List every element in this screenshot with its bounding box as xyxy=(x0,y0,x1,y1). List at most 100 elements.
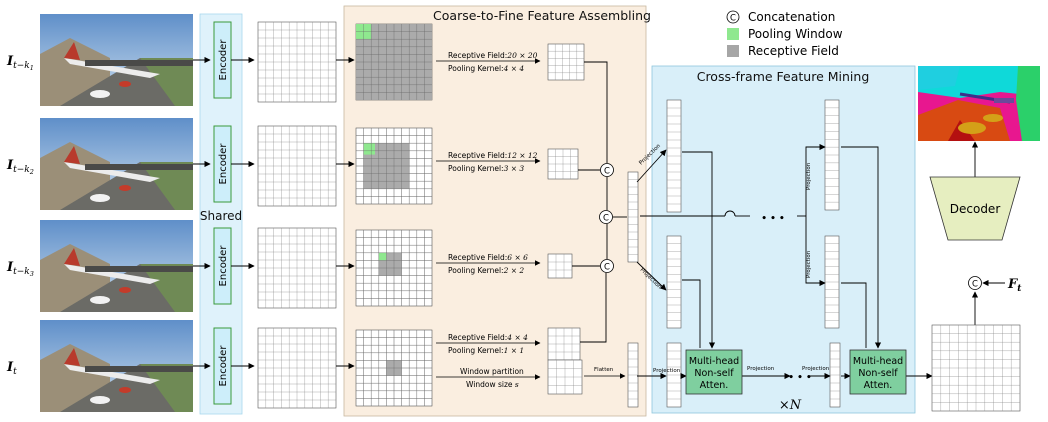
frame-grass xyxy=(140,264,193,312)
pooling-grid-3 xyxy=(355,229,433,307)
pooling-window-region xyxy=(363,143,375,155)
encoder-label: Encoder xyxy=(218,39,229,81)
shared-label: Shared xyxy=(200,209,242,223)
ellipsis-mid: • • • xyxy=(761,214,785,224)
feature-grid-3 xyxy=(257,227,337,309)
attention-2-line-2: Non-self xyxy=(858,368,898,379)
pk-value: 3 × 3 xyxy=(504,164,525,173)
output-feature-grid xyxy=(931,324,1021,412)
pooled-grid-1 xyxy=(547,43,585,81)
attention-block-2 xyxy=(849,349,907,395)
frame-grass xyxy=(140,58,193,106)
pk-value: 1 × 1 xyxy=(504,346,525,355)
window-grid xyxy=(547,359,583,395)
frame-image-1 xyxy=(40,14,193,106)
legend-pooling-window: Pooling Window xyxy=(748,27,843,41)
encoder-label: Encoder xyxy=(218,143,229,185)
frame-tail xyxy=(64,42,80,60)
concat-symbol-text: C xyxy=(604,167,610,177)
mid-hop xyxy=(724,210,736,217)
frame-label-sub: t xyxy=(13,367,17,377)
pooling-grid-4 xyxy=(355,329,433,407)
frame-grass xyxy=(140,162,193,210)
concat-symbol-2 xyxy=(599,210,613,224)
frame-label-sub: t−k xyxy=(13,267,30,277)
window-size-label: Window size xyxy=(466,380,515,389)
frame-car xyxy=(90,396,110,404)
frame-label-sub: t−k xyxy=(13,165,30,175)
legend-receptive-field-swatch xyxy=(727,45,739,57)
pk-label: Pooling Kernel: xyxy=(448,346,504,355)
decoder-label: Decoder xyxy=(950,202,1001,216)
proj-label-f: Projection xyxy=(747,366,775,372)
frame-bridge xyxy=(85,366,193,372)
window-size-symbol: s xyxy=(515,380,519,389)
pooled-grid-2 xyxy=(547,148,579,180)
frame-car-red xyxy=(119,387,131,393)
receptive-field-text: Receptive Field:6 × 6 xyxy=(448,253,528,262)
pk-value: 2 × 2 xyxy=(503,266,525,275)
rf-value: 4 × 4 xyxy=(506,333,528,342)
legend: C Concatenation Pooling Window Receptive… xyxy=(726,10,843,58)
frame-tail xyxy=(64,146,80,164)
pk-value: 4 × 4 xyxy=(503,64,525,73)
receptive-field-text: Receptive Field:12 × 12 xyxy=(448,151,538,160)
pooled-grid-4 xyxy=(547,327,581,361)
query-column-1 xyxy=(666,342,682,408)
flatten-label: Flatten xyxy=(594,367,614,373)
frame-car-red xyxy=(119,185,131,191)
value-column-1 xyxy=(666,235,682,329)
frame-image-3 xyxy=(40,220,193,312)
frame-label-subsub: 3 xyxy=(30,270,34,278)
proj-label-d: Projection xyxy=(806,162,812,190)
frame-image-2 xyxy=(40,118,193,210)
rf-label: Receptive Field: xyxy=(448,151,507,160)
flatten-vector xyxy=(627,342,639,408)
proj-label-c: Projection xyxy=(653,368,681,374)
route-level-1 xyxy=(584,61,608,163)
legend-concatenation: Concatenation xyxy=(748,10,835,24)
legend-concat-c: C xyxy=(730,14,736,24)
concat-symbol-3 xyxy=(600,259,614,273)
pk-label: Pooling Kernel: xyxy=(448,266,504,275)
ellipsis-bottom: • • • xyxy=(788,373,812,383)
frame-car-red xyxy=(119,81,131,87)
frame-label-base: I xyxy=(6,54,14,69)
receptive-field-text: Receptive Field:4 × 4 xyxy=(448,333,528,342)
frame-label-base: I xyxy=(6,360,14,375)
v-path-1 xyxy=(682,279,701,348)
frame-grass xyxy=(140,364,193,412)
frame-tail xyxy=(64,348,80,366)
rf-value: 12 × 12 xyxy=(507,151,537,160)
feature-label: Ft xyxy=(1007,277,1022,294)
legend-concat-symbol xyxy=(726,10,740,24)
frame-label-4: It xyxy=(6,360,17,377)
attention-2-line-3: Atten. xyxy=(864,380,893,391)
frame-label-1: It−k1 xyxy=(6,54,34,72)
pooling-kernel-text: Pooling Kernel:3 × 3 xyxy=(448,164,524,173)
frame-label-sub: t−k xyxy=(13,61,30,71)
decoder-block xyxy=(929,176,1021,241)
encoder-label: Encoder xyxy=(218,245,229,287)
frame-image-4 xyxy=(40,320,193,412)
receptive-field-text: Receptive Field:20 × 20 xyxy=(448,51,538,60)
query-column-2 xyxy=(829,342,841,408)
pooled-grid-1-frame xyxy=(547,43,585,81)
output-grid xyxy=(931,324,1021,412)
encoder-label: Encoder xyxy=(218,345,229,387)
frame-label-base: I xyxy=(6,158,14,173)
frame-label-base: I xyxy=(6,260,14,275)
legend-pooling-window-swatch xyxy=(727,28,739,40)
pooled-grid-3 xyxy=(547,253,573,279)
frame-bridge xyxy=(85,266,193,272)
frame-car-red xyxy=(119,287,131,293)
rf-value: 20 × 20 xyxy=(506,51,537,60)
pooling-kernel-text: Pooling Kernel:1 × 1 xyxy=(448,346,524,355)
concat-decoder xyxy=(968,276,982,290)
frame-label-3: It−k3 xyxy=(6,260,34,278)
k-path-2 xyxy=(805,143,826,216)
window-size-text: Window size s xyxy=(466,380,519,389)
